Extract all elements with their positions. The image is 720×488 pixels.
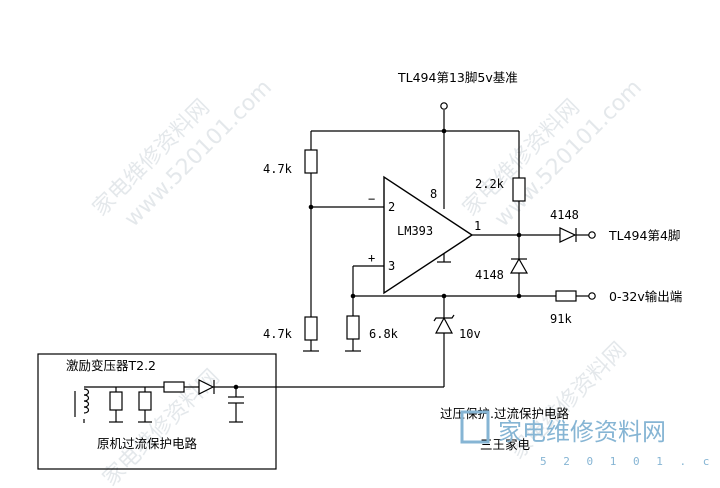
site-logo: 家电维修资料网 5 2 0 1 0 1 . c o m [460,410,720,468]
terminals [440,102,596,300]
resistors [304,149,577,341]
resistor-4-7k-top [304,149,318,174]
inverting-input-sign: − [368,192,375,206]
output-tl494-label: TL494第4脚 [608,228,680,243]
zener-value: 10v [459,327,481,341]
r-bottom-value: 4.7k [263,327,293,341]
vref-label: TL494第13脚5v基准 [397,70,518,85]
circuit-caption: 过压保护.过流保护电路 [440,406,569,421]
output-voltage-label: 0-32v输出端 [609,289,682,304]
box-resistor-1 [109,391,123,411]
box-resistor-2 [138,391,152,411]
junction-dot [441,128,447,134]
pin-2-label: 2 [388,200,395,214]
r-pull-value: 2.2k [475,177,505,191]
diode-4148-clamp [509,257,529,274]
output-terminal-voltage [588,292,596,300]
box-diode [198,379,215,395]
pin-3-label: 3 [388,259,395,273]
diode-output-part: 4148 [550,208,579,222]
junction-dot [441,293,447,299]
original-protection-box [37,353,277,470]
resistor-2-2k [512,177,526,202]
r-top-value: 4.7k [263,162,293,176]
junction-dot [308,204,314,210]
box-series-resistor [163,381,185,393]
transformer-winding-icon [83,388,90,414]
comparator-lm393 [383,175,474,295]
junction-dot [350,293,356,299]
logo-frame-icon [460,410,490,444]
ic-part-number: LM393 [397,224,433,238]
logo-url: 5 2 0 1 0 1 . c o m [540,455,720,468]
diode-clamp-part: 4148 [475,268,504,282]
zener-diode-10v [433,314,455,334]
logo-text: 家电维修资料网 [498,418,666,446]
transformer-label: 激励变压器T2.2 [66,358,156,373]
resistor-91k [555,290,577,302]
r-feedback-value: 6.8k [369,327,399,341]
box-caption: 原机过流保护电路 [97,436,198,451]
junctions [308,128,522,299]
pin-8-label: 8 [430,187,437,201]
diode-4148-output [559,227,577,243]
resistor-6-8k [346,315,360,340]
pin-1-label: 1 [474,219,481,233]
output-terminal-tl494 [588,231,596,239]
author-caption: 三王家电 [480,437,531,452]
r-out-value: 91k [550,312,572,326]
junction-dot [516,232,522,238]
resistor-4-7k-bottom [304,316,318,341]
vref-terminal [440,102,448,110]
watermark-top-left: 家电维修资料网 www.520101.com [88,75,277,232]
noninverting-input-sign: + [368,251,375,265]
junction-dot [516,293,522,299]
